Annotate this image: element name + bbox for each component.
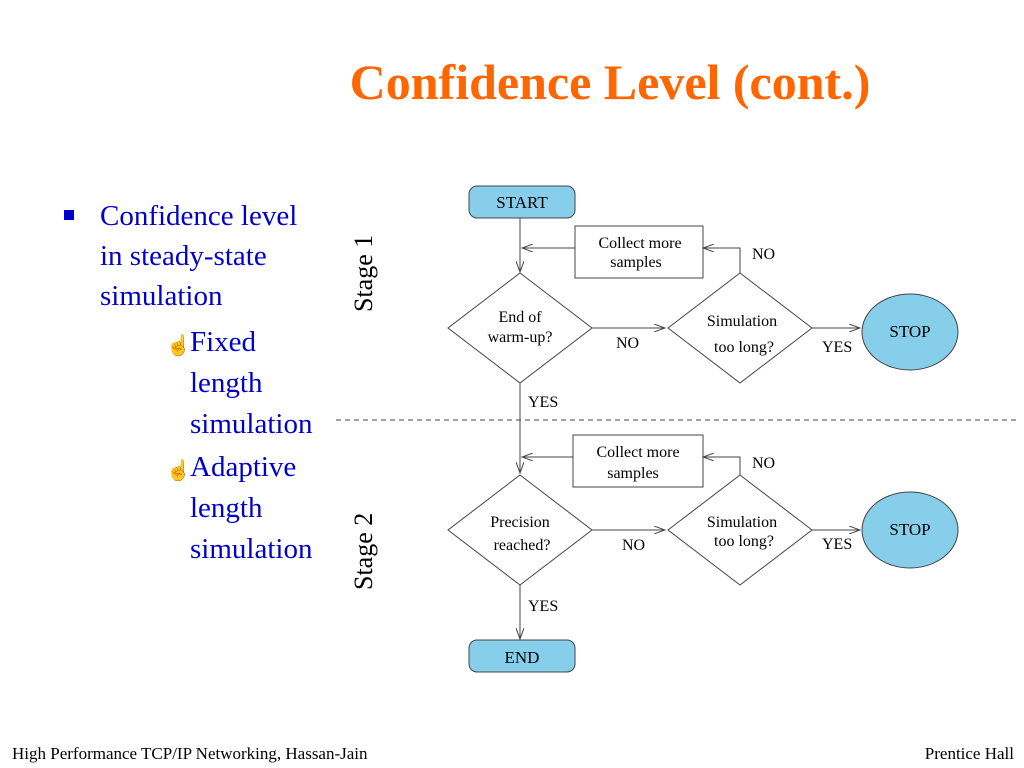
toolong1-decision	[667, 272, 813, 384]
slide-title: Confidence Level (cont.)	[349, 54, 871, 110]
warmup-yes-label: YES	[528, 394, 558, 411]
collect-samples-box-1	[574, 225, 704, 279]
stage-1-label: Stage 1	[349, 235, 378, 312]
sub-bullet-line: Fixed	[190, 326, 257, 358]
pointing-hand-icon: ☝	[166, 460, 191, 482]
sub-bullet-line: simulation	[190, 408, 313, 440]
end-node	[468, 639, 576, 673]
bullet-list: Confidence level in steady-state simulat…	[60, 196, 350, 572]
footer-left: High Performance TCP/IP Networking, Hass…	[12, 744, 368, 763]
collect-samples-box-2	[572, 434, 704, 488]
start-node	[468, 185, 576, 219]
stage-2-label: Stage 2	[349, 513, 378, 590]
sub-bullet-list: ☝ Fixed length simulation ☝ Adaptive len…	[60, 322, 350, 570]
footer-right: Prentice Hall	[924, 744, 1014, 763]
toolong1-no-label: NO	[752, 246, 775, 263]
sub-bullet-item: ☝ Fixed length simulation	[166, 322, 350, 445]
toolong2-no-label: NO	[752, 455, 775, 472]
start-label: START	[496, 193, 548, 212]
bullet-line: Confidence level	[100, 200, 298, 232]
precision-line-1: Precision	[490, 514, 550, 531]
precision-line-2: reached?	[494, 537, 551, 554]
square-bullet-icon	[64, 210, 74, 220]
bullet-line: simulation	[100, 280, 223, 312]
stop-node-1	[861, 293, 959, 371]
toolong2-line-2: too long?	[714, 533, 774, 550]
bullet-item: Confidence level in steady-state simulat…	[60, 196, 350, 316]
precision-no-label: NO	[622, 537, 645, 554]
toolong1-line-1: Simulation	[707, 313, 777, 330]
warmup-line-1: End of	[498, 309, 542, 326]
collect-2-line-1: Collect more	[596, 444, 679, 461]
sub-bullet-line: Adaptive	[190, 451, 297, 483]
pointing-hand-icon: ☝	[166, 335, 191, 357]
sub-bullet-item: ☝ Adaptive length simulation	[166, 447, 350, 570]
warmup-decision	[447, 272, 593, 384]
stop-2-label: STOP	[889, 520, 930, 539]
edge-toolong1-collect1	[703, 248, 741, 273]
sub-bullet-line: simulation	[190, 533, 313, 565]
toolong1-yes-label: YES	[822, 339, 852, 356]
precision-yes-label: YES	[528, 598, 558, 615]
collect-2-line-2: samples	[607, 465, 659, 482]
collect-1-line-2: samples	[610, 254, 662, 271]
end-label: END	[505, 648, 540, 667]
toolong2-yes-label: YES	[822, 536, 852, 553]
stop-node-2	[861, 491, 959, 569]
collect-1-line-1: Collect more	[598, 235, 681, 252]
edge-toolong2-collect2	[703, 457, 741, 475]
bullet-line: in steady-state	[100, 240, 267, 272]
sub-bullet-line: length	[190, 367, 263, 399]
toolong2-line-1: Simulation	[707, 514, 777, 531]
warmup-no-label: NO	[616, 335, 639, 352]
sub-bullet-line: length	[190, 492, 263, 524]
warmup-line-2: warm-up?	[488, 329, 553, 346]
toolong1-line-2: too long?	[714, 339, 774, 356]
toolong2-decision	[667, 474, 813, 586]
stop-1-label: STOP	[889, 322, 930, 341]
